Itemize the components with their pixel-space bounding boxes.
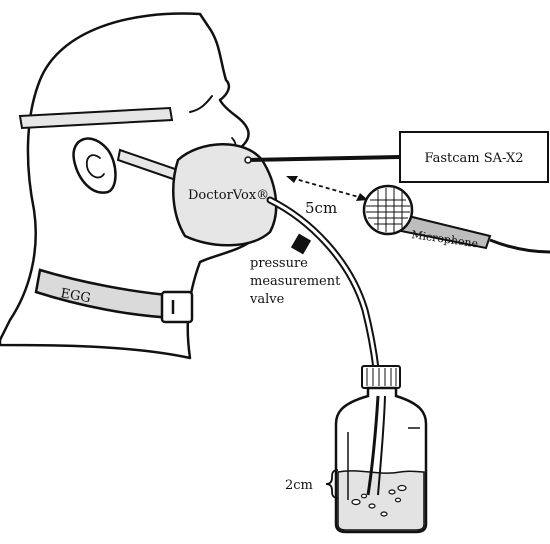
mask-label: DoctorVox®: [188, 188, 269, 203]
cap-ridges: [366, 368, 397, 386]
distance-arrow: [286, 176, 368, 201]
depth-brace: [325, 469, 339, 499]
egg-clip: [160, 290, 194, 324]
camera-label: Fastcam SA-X2: [424, 151, 523, 166]
inner-tube-2: [377, 395, 386, 496]
microphone-cable: [489, 238, 550, 254]
microphone-mesh: [366, 188, 410, 232]
doctorvox-mask: [172, 143, 278, 247]
bottle-cap: [361, 365, 401, 389]
head-outline: [0, 12, 270, 360]
microphone-grille: [362, 184, 414, 236]
head-illustration: [0, 12, 270, 360]
valve-label-2: measurement: [250, 274, 341, 289]
inner-tube-1: [366, 395, 380, 496]
ear: [72, 137, 117, 194]
valve-label-3: valve: [249, 292, 285, 307]
pressure-valve: [290, 233, 312, 255]
depth-label: 2cm: [285, 478, 313, 493]
water-bottle: [334, 365, 428, 534]
camera-box: [399, 131, 549, 183]
distance-label: 5cm: [305, 199, 337, 217]
egg-label: EGG: [59, 286, 91, 306]
probe-tip: [244, 156, 252, 164]
mask-strap: [18, 106, 174, 130]
water: [337, 470, 425, 531]
eyebrow: [189, 95, 213, 113]
bubbles: [351, 484, 407, 517]
ear-inner: [85, 154, 105, 179]
microphone: Microphone: [362, 184, 550, 254]
valve-label-1: pressure: [250, 256, 308, 271]
camera-probe: [247, 155, 401, 162]
